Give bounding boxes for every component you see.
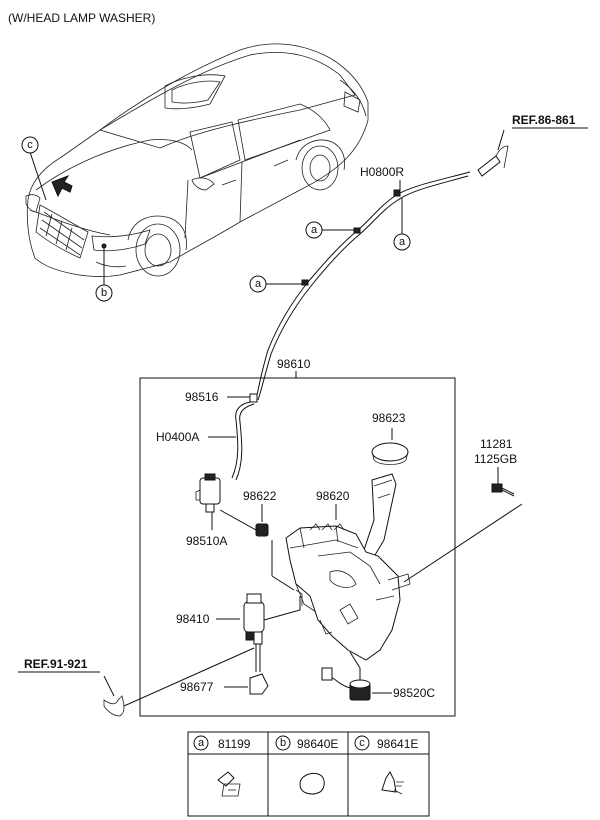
connector-98516: [249, 393, 258, 403]
svg-text:c: c: [359, 737, 365, 749]
ref-lower: REF.91-921: [24, 657, 88, 671]
level-sensor: [321, 651, 371, 701]
svg-text:b: b: [101, 287, 107, 299]
svg-text:a: a: [399, 236, 406, 248]
label-cap: 98623: [372, 411, 406, 425]
legend-cell-c: c 98641E: [354, 735, 418, 795]
diagram-title: (W/HEAD LAMP WASHER): [8, 11, 155, 25]
assembly-box: [139, 377, 456, 717]
nozzle-icon: [381, 771, 404, 795]
legend-part-a: 81199: [218, 737, 251, 751]
mounting-bolt: [491, 483, 515, 497]
legend-cell-b: b 98640E: [275, 735, 338, 795]
label-pump-main: 98410: [176, 612, 210, 626]
label-bolt-2: 1125GB: [474, 452, 517, 466]
legend-table: [187, 731, 430, 817]
label-hose-joint: 98677: [180, 680, 214, 694]
legend-cell-a: a 81199: [193, 735, 251, 797]
svg-text:a: a: [198, 737, 205, 749]
label-bolt-1: 11281: [480, 437, 513, 451]
wiring-connector-lower: [103, 675, 125, 717]
callout-a-hose-1: a: [305, 221, 354, 239]
ref-upper: REF.86-861: [512, 113, 576, 127]
label-pump-headlamp: 98510A: [186, 534, 227, 548]
callout-a-hose-2: a: [393, 198, 411, 251]
car-illustration: [25, 43, 369, 285]
grommet: [255, 523, 269, 537]
plug-icon: [299, 773, 325, 795]
legend-part-b: 98640E: [297, 737, 338, 751]
legend-part-c: 98641E: [377, 737, 418, 751]
label-reservoir: 98620: [316, 489, 350, 503]
label-hose-upper: H0800R: [360, 165, 404, 179]
pump-headlamp: [195, 473, 221, 513]
label-level-sensor: 98520C: [393, 686, 435, 700]
callout-c-car: c: [21, 136, 39, 154]
callout-b-car: b: [95, 284, 113, 302]
callout-a-hose-3: a: [249, 275, 302, 293]
washer-hose: [255, 171, 471, 401]
svg-text:a: a: [311, 224, 318, 236]
pump-main: [243, 593, 265, 645]
label-assembly: 98610: [277, 357, 311, 371]
label-hose-lower: H0400A: [156, 430, 199, 444]
washer-reservoir: [285, 473, 411, 661]
svg-text:b: b: [280, 737, 286, 749]
hose-joint: [249, 673, 269, 695]
filler-cap: [371, 442, 409, 465]
label-connector: 98516: [185, 390, 219, 404]
svg-text:c: c: [27, 139, 33, 151]
clip-icon: [217, 771, 241, 797]
svg-text:a: a: [255, 278, 262, 290]
nozzle-connector-upper: [477, 129, 509, 177]
label-grommet: 98622: [243, 489, 277, 503]
